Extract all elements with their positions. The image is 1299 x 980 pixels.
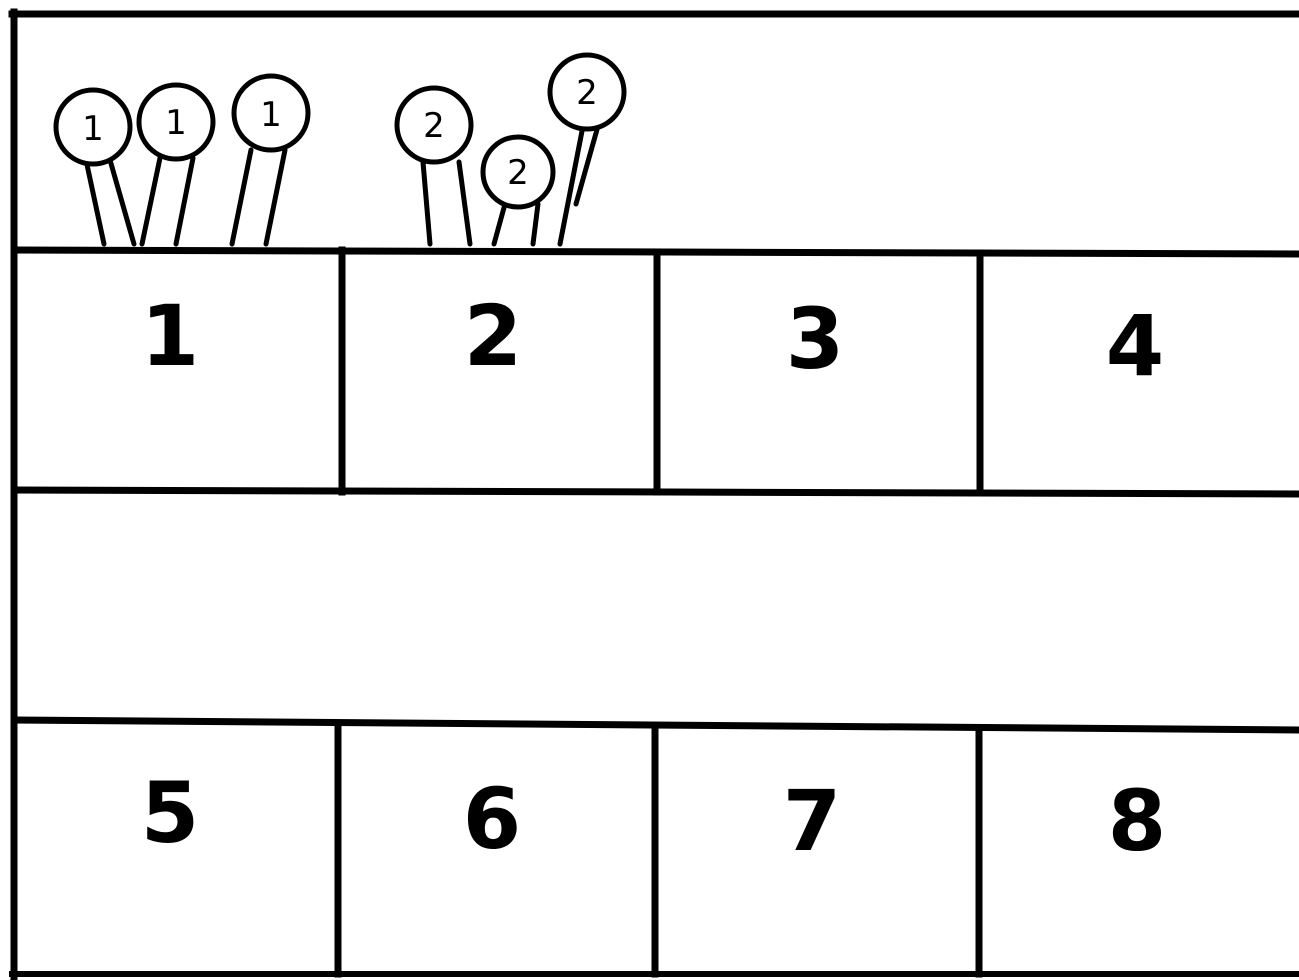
counter-pin: 2 [483,137,553,244]
counter-pin: 1 [56,90,134,244]
box-number-3: 3 [786,290,844,388]
counter-pin: 2 [397,88,471,244]
counter-pin: 2 [550,55,624,244]
box-number-5: 5 [141,764,199,862]
counter-pin-label: 2 [576,73,598,113]
box-number-4: 4 [1106,297,1164,395]
counter-pin: 1 [139,85,213,244]
counter-pin: 1 [232,76,308,244]
counter-pin-label: 1 [82,109,104,149]
counter-pin-label: 2 [423,106,445,146]
box-number-7: 7 [783,772,841,870]
grid-lines [12,12,1299,978]
counter-pin-label: 1 [260,95,282,135]
box-number-6: 6 [463,770,521,868]
counter-pin-label: 1 [165,103,187,143]
box-number-1: 1 [141,287,199,385]
counter-pins: 1 1 1 2 2 2 [56,55,624,244]
box-number-2: 2 [464,287,522,385]
box-number-8: 8 [1108,772,1166,870]
counter-pin-label: 2 [507,153,529,193]
